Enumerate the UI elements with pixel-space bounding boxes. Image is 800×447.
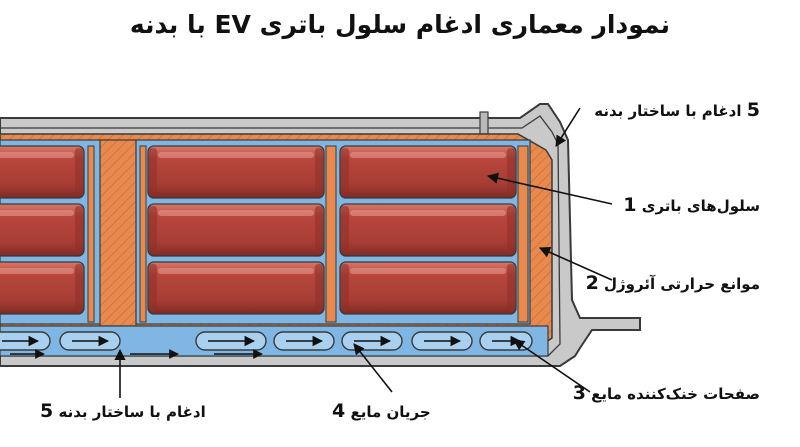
page-title: نمودار معماری ادغام سلول باتری EV با بدن… (129, 10, 671, 39)
aerogel-wall-mid (325, 145, 337, 323)
callout-line-body-top (555, 107, 581, 147)
battery-cell (339, 145, 517, 199)
label-aerogel-barriers: موانع حرارتی آئروژل 2 (586, 272, 760, 294)
aerogel-wall-right (517, 145, 529, 323)
callout-line-cells (486, 172, 613, 205)
battery-cell (147, 203, 325, 257)
battery-cell (147, 145, 325, 199)
aerogel-divider-left (99, 139, 137, 327)
label-text: صفحات خنک‌کننده مایع (591, 385, 760, 403)
battery-cell (0, 203, 85, 257)
label-body-integration-bottom: ادغام با ساختار بدنه 5 (40, 400, 206, 422)
battery-cell (147, 261, 325, 315)
label-number: 5 (40, 400, 54, 422)
label-body-integration-top: 5 ادغام با ساختار بدنه (594, 99, 760, 121)
battery-cell (339, 203, 517, 257)
label-text: موانع حرارتی آئروژل (604, 275, 760, 293)
battery-cells-group (0, 145, 517, 315)
label-number: 3 (572, 382, 586, 404)
cooling-channel-loops (0, 331, 533, 359)
label-fluid-flow: جریان مایع 4 (332, 400, 431, 422)
battery-cell (0, 145, 85, 199)
label-number: 4 (332, 400, 346, 422)
battery-cell (339, 261, 517, 315)
label-number: 1 (623, 194, 637, 216)
battery-cell (0, 261, 85, 315)
body-structure-inner-line (0, 115, 561, 357)
label-number: 5 (746, 99, 760, 121)
callout-line-fluid-flow (353, 343, 393, 393)
aerogel-wall-left (87, 145, 95, 323)
label-battery-cells: سلول‌های باتری 1 (623, 194, 760, 216)
label-text: ادغام با ساختار بدنه (594, 102, 742, 120)
label-text: ادغام با ساختار بدنه (58, 403, 206, 421)
label-text: جریان مایع (350, 403, 431, 421)
callout-line-aerogel (538, 246, 613, 281)
aerogel-wall-inner (139, 145, 147, 323)
label-number: 2 (585, 272, 599, 294)
label-cooling-plates: صفحات خنک‌کننده مایع 3 (573, 382, 760, 404)
label-text: سلول‌های باتری (641, 197, 760, 215)
callout-line-cooling-plates (513, 339, 591, 393)
body-seam-top (479, 111, 489, 135)
